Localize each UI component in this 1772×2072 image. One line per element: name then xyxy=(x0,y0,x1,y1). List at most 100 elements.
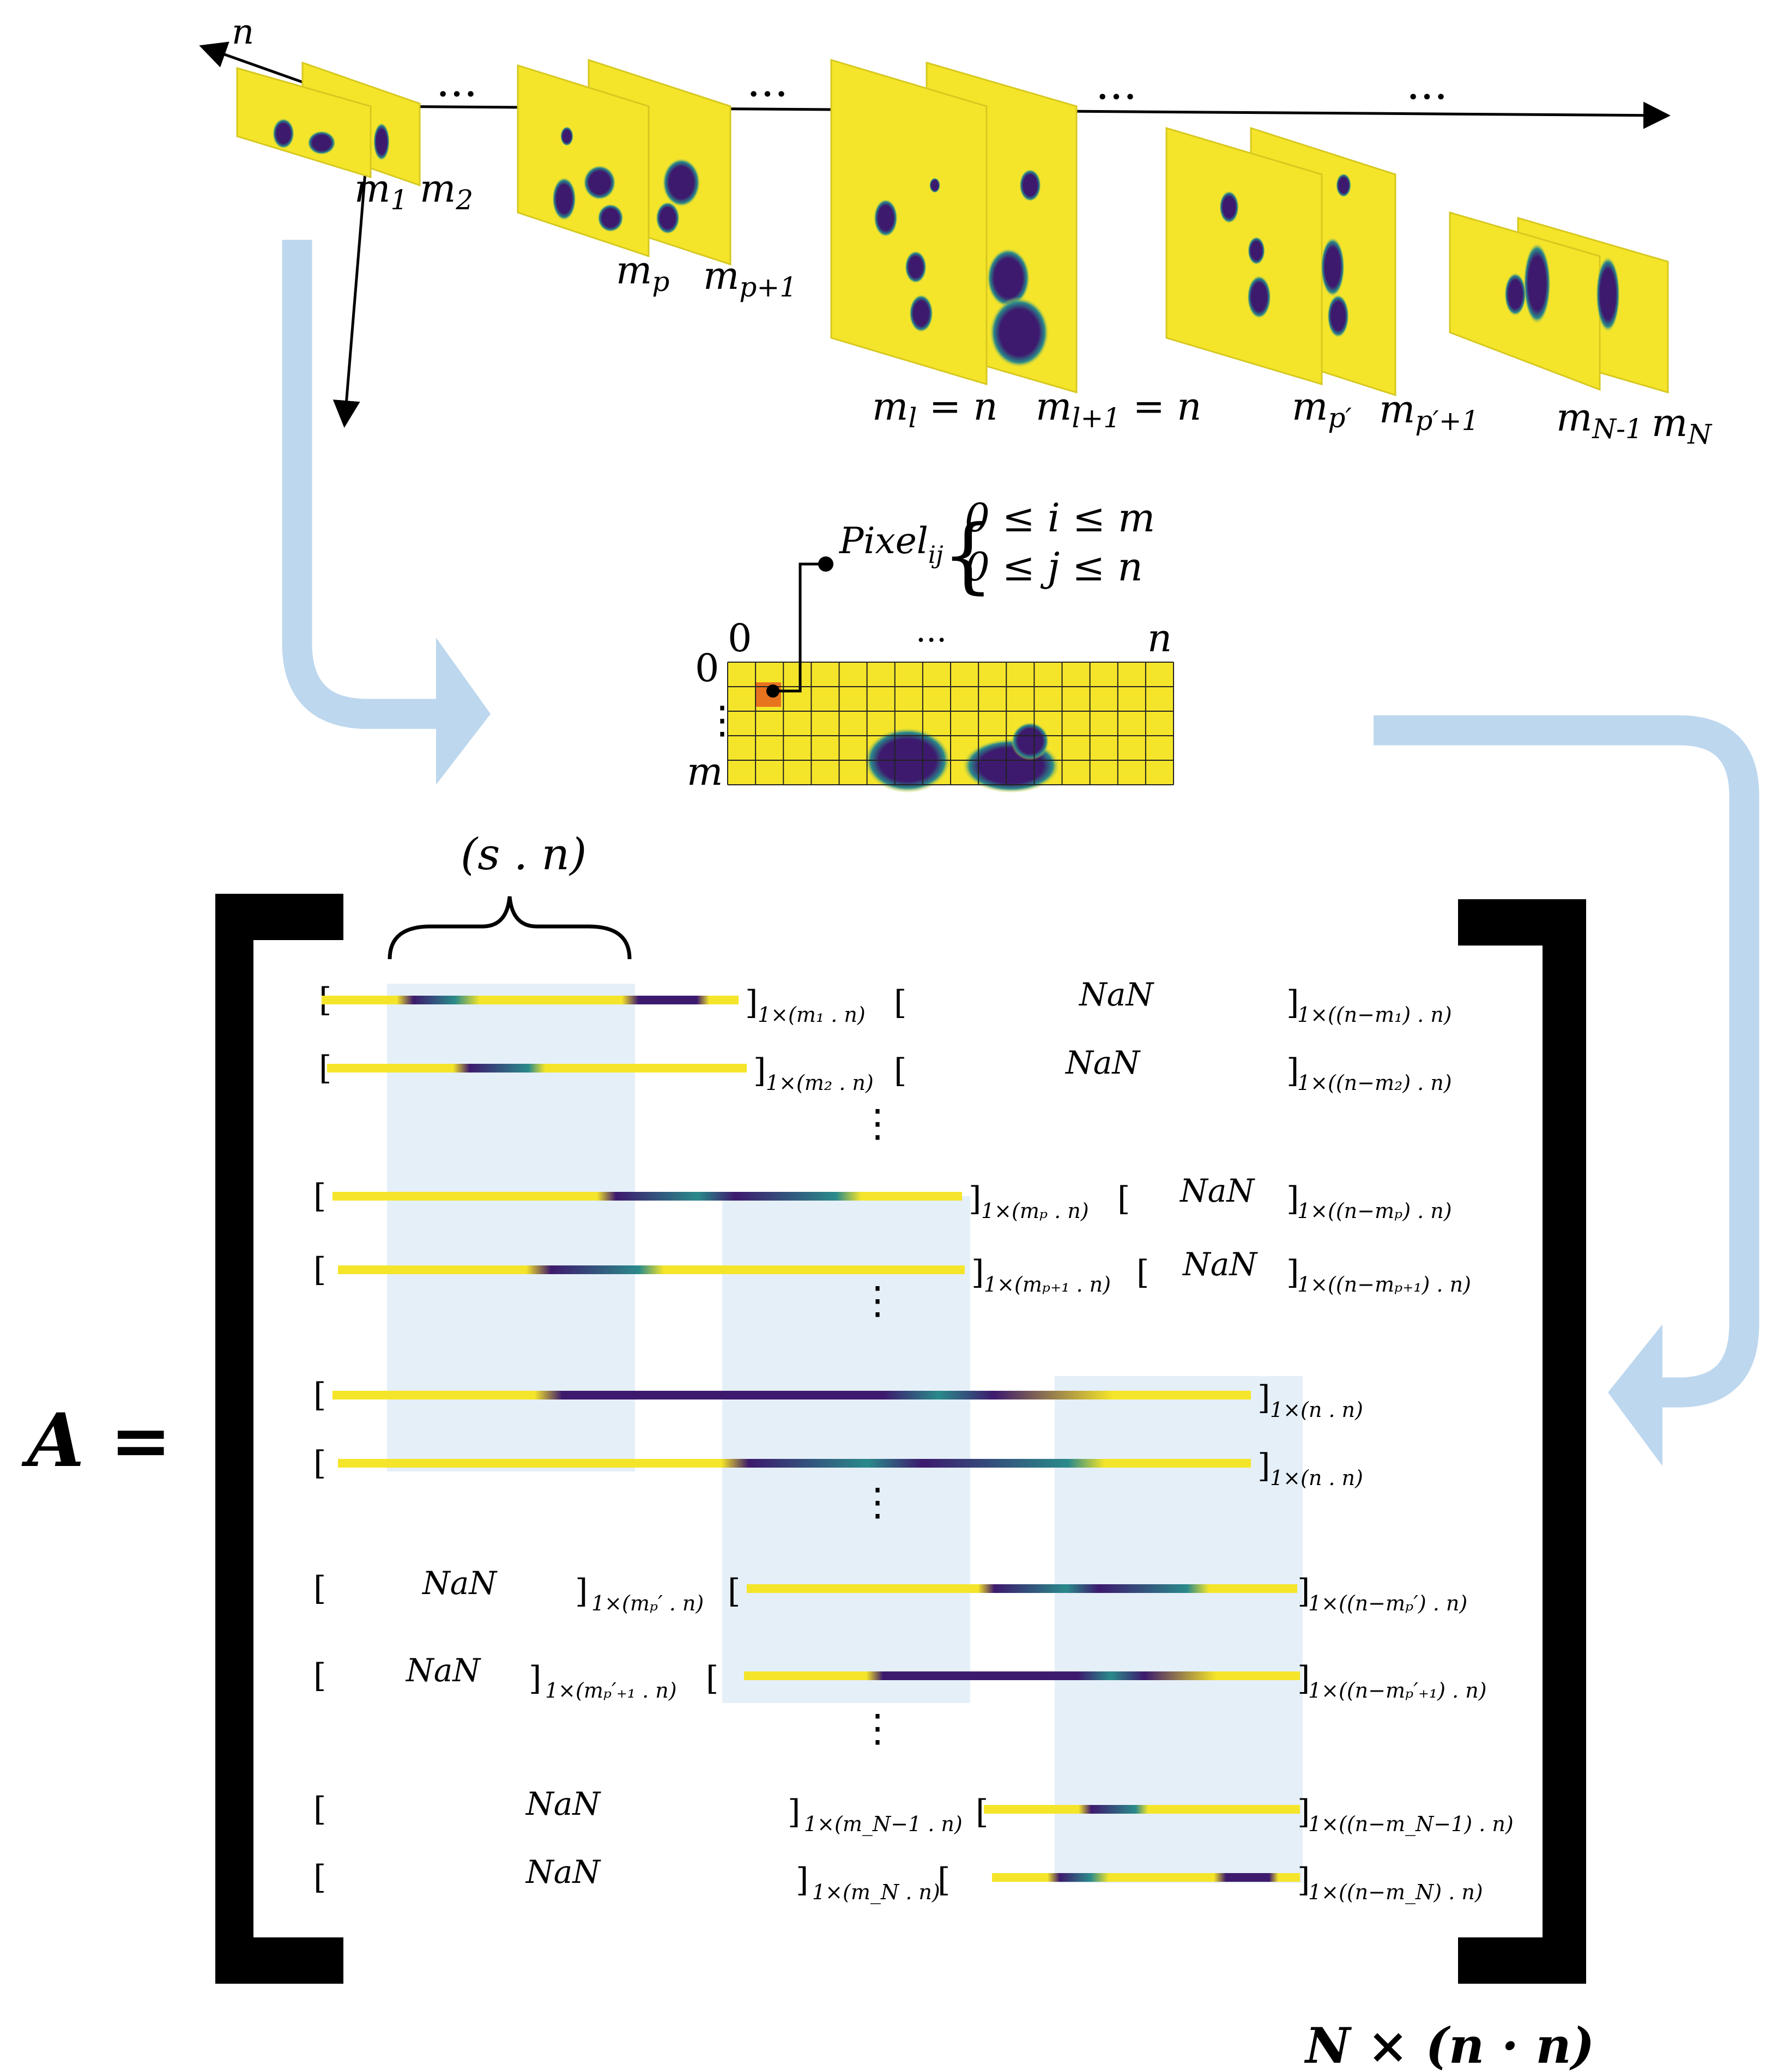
row-open-bracket: [ xyxy=(706,1659,718,1698)
svg-text:mp: mp xyxy=(616,248,669,298)
row-subscript-2: 1×((n−mₚ′₊₁) . n) xyxy=(1308,1679,1487,1703)
row-left-nan: NaN xyxy=(525,1853,601,1891)
row-open-bracket: [ xyxy=(976,1793,988,1831)
slice-pair-2 xyxy=(517,58,731,266)
row-close-bracket: ] xyxy=(1297,1659,1310,1698)
svg-text:mp′+1: mp′+1 xyxy=(1379,387,1479,437)
row-subscript-2: 1×((n−m₁) . n) xyxy=(1297,1003,1452,1027)
row-open-bracket: [ xyxy=(313,1177,326,1215)
row-subscript-1: 1×(m₁ . n) xyxy=(758,1003,866,1027)
row-close-bracket: ] xyxy=(969,1180,981,1218)
row-subscript-2: 1×((n−mₚ) . n) xyxy=(1297,1199,1452,1223)
row-left-nan: NaN xyxy=(405,1652,481,1689)
svg-text:mp+1: mp+1 xyxy=(703,253,797,303)
row-close-bracket: ] xyxy=(753,1052,766,1090)
row-open-bracket: [ xyxy=(313,1376,326,1414)
grid-row0: 0 xyxy=(695,646,719,690)
slice-pair-3 xyxy=(830,58,1078,393)
svg-text:mN-1: mN-1 xyxy=(1556,395,1643,445)
row-pixel-stripe xyxy=(338,1265,965,1274)
row-left-nan: NaN xyxy=(525,1785,601,1822)
row-subscript-2: 1×((n−mₚ₊₁) . n) xyxy=(1297,1273,1471,1296)
vdots-3: ⋮ xyxy=(858,1480,897,1524)
row-close-bracket: ] xyxy=(971,1253,984,1292)
row-pixel-stripe xyxy=(984,1805,1300,1814)
row-close-bracket: ] xyxy=(1286,1052,1299,1090)
row-pixel-stripe xyxy=(322,996,739,1004)
matrix-rows: []1×(m₁ . n)[NaN]1×((n−m₁) . n)[]1×(m₂ .… xyxy=(313,976,1514,1905)
row-open-bracket: [ xyxy=(1117,1180,1130,1218)
row-open-bracket: [ xyxy=(313,1570,326,1608)
flow-arrow-left xyxy=(282,240,491,785)
row-open-bracket: [ xyxy=(319,1049,331,1087)
row-subscript-1: 1×(m₂ . n) xyxy=(766,1071,874,1095)
matrix-size: N × (n · n) xyxy=(1304,2017,1594,2072)
pixel-cond-i: 0 ≤ i ≤ m xyxy=(965,495,1155,541)
row-subscript-1: 1×(m_N−1 . n) xyxy=(804,1812,963,1837)
vdots-2: ⋮ xyxy=(858,1278,897,1323)
matrix: (s . n) A = N × (n · n) []1×(m₁ . n)[NaN… xyxy=(21,829,1594,2072)
axis-dots-4: ··· xyxy=(1406,71,1448,122)
row-subscript-1: 1×(mₚ′ . n) xyxy=(591,1591,704,1615)
row-subscript-2: 1×((n−m_N) . n) xyxy=(1308,1880,1483,1905)
row-open-bracket: [ xyxy=(728,1572,740,1610)
row-close-bracket: ] xyxy=(1286,1253,1299,1292)
row-close-bracket: ] xyxy=(1286,1180,1299,1218)
row-subscript-2: 1×((n−m_N−1) . n) xyxy=(1308,1812,1514,1837)
right-bracket xyxy=(1458,899,1586,1984)
row-open-bracket: [ xyxy=(313,1790,326,1828)
row-subscript-1: 1×(m_N . n) xyxy=(812,1880,940,1905)
row-subscript-1: 1×(mₚ . n) xyxy=(981,1199,1089,1223)
brace-label: (s . n) xyxy=(461,829,586,880)
svg-text:ml+1 = n: ml+1 = n xyxy=(1036,384,1201,434)
grid-dots-v: ⋮ xyxy=(703,698,741,742)
row-left-nan: NaN xyxy=(421,1565,498,1602)
vdots-4: ⋮ xyxy=(858,1706,897,1750)
row-close-bracket: ] xyxy=(1297,1861,1310,1899)
matrix-name: A = xyxy=(21,1397,172,1483)
top-brace xyxy=(388,896,632,960)
grid-col0: 0 xyxy=(728,616,752,661)
row-pixel-stripe xyxy=(747,1584,1297,1593)
row-open-bracket: [ xyxy=(938,1861,950,1899)
row-close-bracket: ] xyxy=(1286,984,1299,1022)
slice-pair-4 xyxy=(1165,126,1396,397)
row-close-bracket: ] xyxy=(788,1793,800,1831)
slice-pair-5 xyxy=(1449,211,1669,393)
flow-arrow-right xyxy=(1374,715,1759,1466)
slice-stack: ··· ··· ··· ··· n m1 m2 mp mp+1 ml = n m… xyxy=(199,12,1713,450)
row-pixel-stripe xyxy=(992,1873,1300,1882)
row-close-bracket: ] xyxy=(529,1659,541,1698)
row-subscript-1: 1×(n . n) xyxy=(1270,1466,1363,1490)
row-subscript-1: 1×(mₚ′₊₁ . n) xyxy=(545,1679,677,1703)
row-open-bracket: [ xyxy=(313,1251,326,1289)
grid-rowm: m xyxy=(687,749,723,794)
axis-dots-1: ··· xyxy=(436,69,477,119)
svg-text:mN: mN xyxy=(1652,401,1713,450)
vdots-1: ⋮ xyxy=(858,1101,897,1146)
row-close-bracket: ] xyxy=(745,984,758,1022)
row-nan: NaN xyxy=(1065,1044,1141,1081)
row-nan: NaN xyxy=(1179,1172,1255,1209)
pixel-label: Pixelij xyxy=(839,520,944,569)
row-subscript-1: 1×(n . n) xyxy=(1270,1398,1363,1422)
row-close-bracket: ] xyxy=(1297,1572,1310,1610)
svg-text:m1: m1 xyxy=(354,166,408,216)
slice-labels: m1 m2 mp mp+1 ml = n ml+1 = n mp′ mp′+1 … xyxy=(354,166,1713,450)
row-open-bracket: [ xyxy=(313,1657,326,1695)
grid-dots-h: ··· xyxy=(916,621,947,659)
row-close-bracket: ] xyxy=(1257,1447,1270,1485)
row-subscript-1: 1×(mₚ₊₁ . n) xyxy=(984,1273,1111,1296)
row-close-bracket: ] xyxy=(796,1861,808,1899)
row-open-bracket: [ xyxy=(313,1444,326,1482)
axis-dots-2: ··· xyxy=(747,69,788,119)
axis-dots-3: ··· xyxy=(1096,71,1137,122)
band-2 xyxy=(722,1196,970,1703)
row-open-bracket: [ xyxy=(894,1052,906,1090)
svg-text:ml = n: ml = n xyxy=(872,384,998,434)
left-bracket xyxy=(215,894,343,1984)
row-nan: NaN xyxy=(1078,976,1154,1013)
row-open-bracket: [ xyxy=(894,984,906,1022)
row-nan: NaN xyxy=(1182,1246,1258,1283)
